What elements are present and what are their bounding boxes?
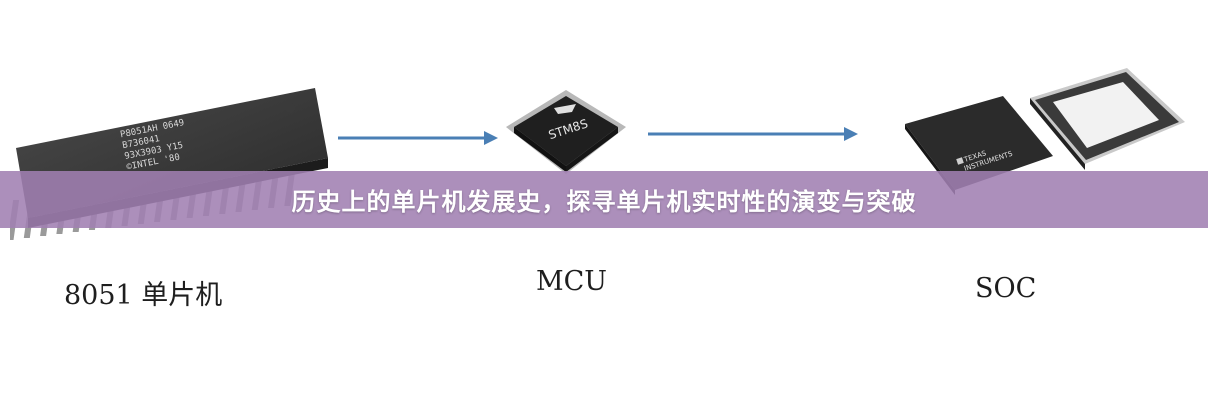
- st-logo-icon: [554, 104, 576, 114]
- title-banner: 历史上的单片机发展史，探寻单片机实时性的演变与突破: [0, 171, 1208, 228]
- soc-chip-image: TEXAS INSTRUMENTS: [905, 68, 1185, 195]
- arrow-right-icon: [648, 127, 858, 141]
- arrow-right-icon: [338, 131, 498, 145]
- dip-caption: 8051 单片机: [64, 280, 223, 311]
- soc-caption: SOC: [975, 273, 1037, 304]
- banner-title: 历史上的单片机发展史，探寻单片机实时性的演变与突破: [291, 188, 917, 216]
- ti-logo-icon: [956, 157, 964, 165]
- mcu-caption: MCU: [536, 266, 608, 297]
- mcu-chip-image: STM8S: [506, 90, 626, 174]
